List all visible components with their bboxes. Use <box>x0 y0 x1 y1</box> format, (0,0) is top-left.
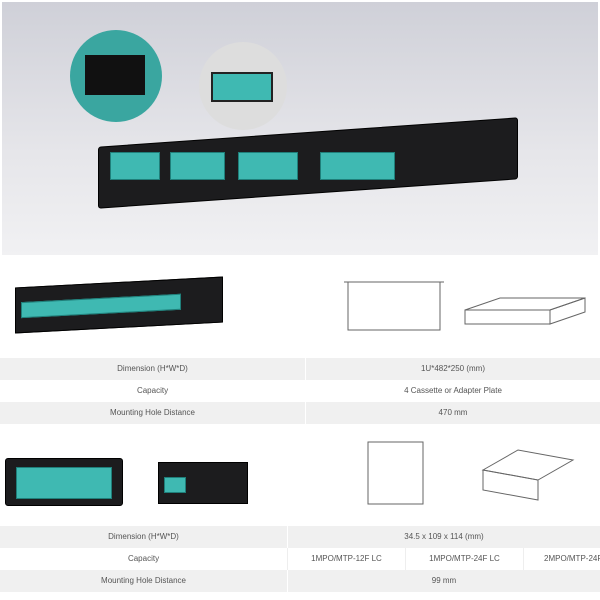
spec-label: Mounting Hole Distance <box>101 576 186 585</box>
table-row: Mounting Hole Distance 99 mm <box>0 570 600 592</box>
spec-value: 34.5 x 109 x 114 (mm) <box>287 526 600 548</box>
cassette-front-image <box>5 458 123 506</box>
cassette-front-drawing <box>367 441 424 505</box>
cassette-back-image <box>158 462 248 504</box>
panel-thumbnail <box>15 276 223 334</box>
table-row: Dimension (H*W*D) 1U*482*250 (mm) <box>0 358 600 380</box>
spec-label: Capacity <box>127 554 160 563</box>
spec-label: Dimension (H*W*D) <box>117 364 188 373</box>
port-row <box>110 152 410 182</box>
cassette-spec-table: Dimension (H*W*D) 34.5 x 109 x 114 (mm) C… <box>0 526 600 592</box>
spec-value: 4 Cassette or Adapter Plate <box>305 380 600 402</box>
cassette-iso-drawing <box>481 449 575 501</box>
spec-value: 99 mm <box>287 570 600 592</box>
spec-value: 2MPO/MTP-24F <box>523 548 600 570</box>
spec-value: 1MPO/MTP-12F LC <box>287 548 405 570</box>
spec-label: Dimension (H*W*D) <box>108 532 179 541</box>
spec-value: 470 mm <box>305 402 600 424</box>
table-row: Capacity 4 Cassette or Adapter Plate <box>0 380 600 402</box>
spec-value: 1U*482*250 (mm) <box>305 358 600 380</box>
spec-label: Capacity <box>136 386 169 395</box>
zoom-circle-right <box>199 42 287 130</box>
table-row: Dimension (H*W*D) 34.5 x 109 x 114 (mm) <box>0 526 600 548</box>
zoom-circle-left <box>70 30 162 122</box>
table-row: Mounting Hole Distance 470 mm <box>0 402 600 424</box>
spec-label: Mounting Hole Distance <box>110 408 195 417</box>
panel-spec-table: Dimension (H*W*D) 1U*482*250 (mm) Capacit… <box>0 358 600 424</box>
panel-front-drawing <box>344 281 444 331</box>
spec-value: 1MPO/MTP-24F LC <box>405 548 523 570</box>
hero-product-image <box>2 2 598 255</box>
panel-iso-drawing <box>464 297 586 325</box>
